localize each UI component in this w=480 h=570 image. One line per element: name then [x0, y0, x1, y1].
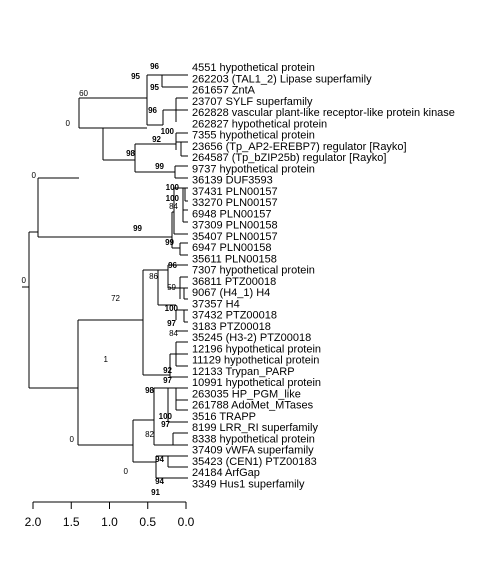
support-value: 96 [150, 62, 159, 71]
leaf-label: 12196 hypothetical protein [192, 343, 321, 355]
support-value: 95 [150, 83, 159, 92]
leaf-label: 35423 (CEN1) PTZ00183 [192, 456, 317, 468]
tree-branches [22, 74, 188, 479]
support-value: 91 [151, 488, 160, 497]
support-value: 72 [111, 294, 120, 303]
support-value: 86 [149, 272, 158, 281]
support-value: 0 [22, 276, 27, 285]
support-value: 99 [133, 224, 142, 233]
leaf-label: 262203 (TAL1_2) Lipase superfamily [192, 73, 372, 85]
support-value: 97 [161, 420, 170, 429]
leaf-label: 36811 PTZ00018 [192, 276, 276, 288]
scale-tick-label: 0.5 [139, 515, 156, 529]
scale-tick-label: 0.0 [178, 515, 195, 529]
support-value: 100 [166, 194, 180, 203]
scale-tick-label: 1.0 [101, 515, 118, 529]
leaf-label: 7307 hypothetical protein [192, 265, 315, 277]
leaf-label: 33270 PLN00157 [192, 197, 278, 209]
leaf-label: 261788 AdoMet_MTases [192, 400, 314, 412]
leaf-label: 37357 H4 [192, 298, 240, 310]
leaf-label: 3183 PTZ00018 [192, 321, 271, 333]
support-value: 95 [131, 72, 140, 81]
support-value: 100 [166, 183, 180, 192]
support-value: 84 [169, 329, 178, 338]
support-value: 100 [159, 412, 173, 421]
scale-axis: 2.0 1.5 1.0 0.5 0.0 [25, 501, 195, 529]
leaf-label: 35611 PLN00158 [192, 253, 277, 265]
leaf-label: 37409 vWFA superfamily [192, 445, 314, 457]
support-value: 100 [161, 127, 175, 136]
support-value: 84 [169, 202, 178, 211]
support-value: 97 [167, 319, 176, 328]
leaf-label: 261657 ZntA [192, 85, 256, 97]
support-value: 0 [70, 435, 75, 444]
leaf-label: 12133 Trypan_PARP [192, 366, 295, 378]
support-value: 82 [145, 430, 154, 439]
scale-tick-label: 2.0 [25, 515, 42, 529]
leaf-label: 264587 (Tp_bZIP25b) regulator [Rayko] [192, 152, 386, 164]
support-value: 100 [165, 304, 179, 313]
support-value: 98 [145, 386, 154, 395]
leaf-label: 6948 PLN00157 [192, 208, 272, 220]
leaf-label: 8199 LRR_RI superfamily [192, 422, 318, 434]
leaf-label: 37309 PLN00158 [192, 220, 278, 232]
leaf-label: 36139 DUF3593 [192, 175, 273, 187]
support-value: 96 [148, 106, 157, 115]
leaf-label: 9067 (H4_1) H4 [192, 287, 270, 299]
leaf-label: 35245 (H3-2) PTZ00018 [192, 332, 311, 344]
leaf-label: 3516 TRAPP [192, 411, 256, 423]
support-value: 92 [163, 366, 172, 375]
support-value: 60 [79, 89, 88, 98]
leaf-label: 11129 hypothetical protein [192, 355, 319, 367]
support-value: 0 [124, 467, 129, 476]
leaf-label: 23656 (Tp_AP2-EREBP7) regulator [Rayko] [192, 141, 407, 153]
leaf-label: 7355 hypothetical protein [192, 130, 315, 142]
support-value: 59 [167, 283, 176, 292]
support-value: 99 [155, 162, 164, 171]
support-value: 94 [155, 455, 164, 464]
support-value: 0 [32, 171, 37, 180]
leaf-label: 37432 PTZ00018 [192, 310, 277, 322]
leaf-label: 8338 hypothetical protein [192, 433, 315, 445]
scale-tick-label: 1.5 [63, 515, 80, 529]
leaf-label: 6947 PLN00158 [192, 242, 272, 254]
leaf-label: 37431 PLN00157 [192, 186, 278, 198]
leaf-label: 23707 SYLF superfamily [192, 96, 313, 108]
leaf-label: 10991 hypothetical protein [192, 377, 321, 389]
leaf-label: 3349 Hus1 superfamily [192, 478, 305, 490]
support-values: 9695956096010092989901001008499990968659… [22, 62, 180, 497]
leaf-label: 24184 ArfGap [192, 467, 260, 479]
support-value: 99 [165, 238, 174, 247]
support-value: 94 [155, 477, 164, 486]
support-value: 98 [126, 149, 135, 158]
support-value: 96 [168, 261, 177, 270]
leaf-label: 4551 hypothetical protein [192, 62, 315, 74]
leaf-label: 9737 hypothetical protein [192, 163, 315, 175]
support-value: 1 [104, 355, 109, 364]
support-value: 92 [152, 135, 161, 144]
leaf-label: 262828 vascular plant-like receptor-like… [192, 107, 455, 119]
support-value: 0 [66, 119, 71, 128]
leaf-label: 263035 HP_PGM_like [192, 388, 301, 400]
leaf-label: 35407 PLN00157 [192, 231, 278, 243]
support-value: 97 [163, 376, 172, 385]
leaf-label: 262827 hypothetical protein [192, 118, 327, 130]
